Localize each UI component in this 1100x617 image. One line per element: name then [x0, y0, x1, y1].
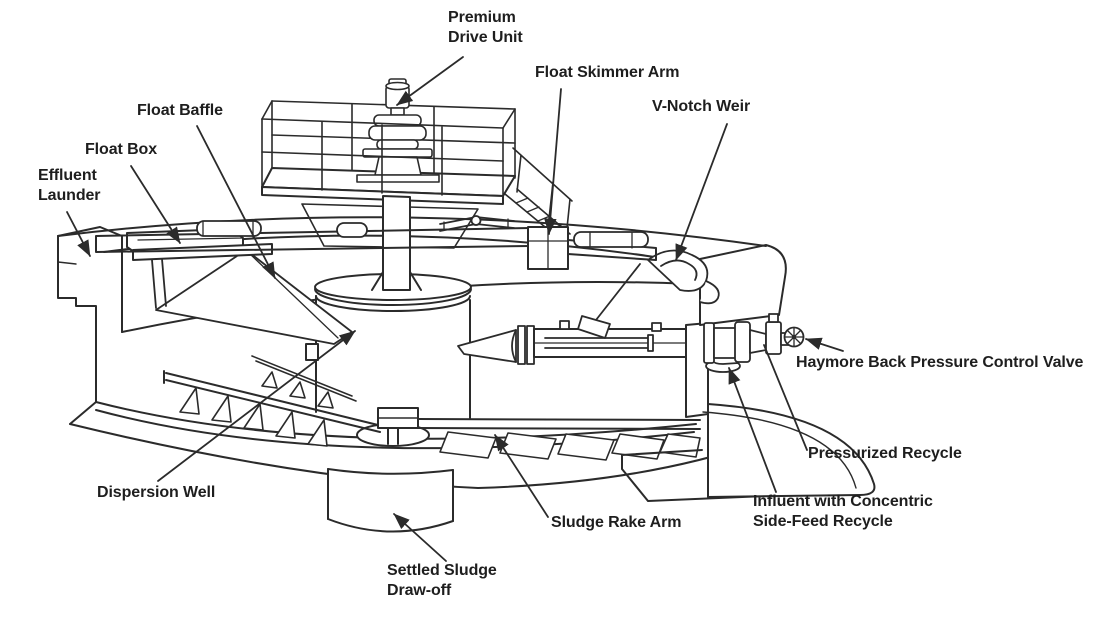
label-dispersion-well: Dispersion Well — [97, 484, 216, 501]
leader-sludge-rake-arm — [494, 434, 549, 518]
leader-effluent-launder — [66, 211, 91, 257]
label-settled-sludge-draw-off: Settled Sludge Draw-off — [387, 562, 497, 599]
label-float-baffle: Float Baffle — [137, 102, 223, 119]
leader-influent — [728, 367, 777, 493]
leader-premium-drive-unit — [396, 56, 464, 106]
label-v-notch-weir: V-Notch Weir — [652, 98, 751, 115]
label-premium-drive-unit: Premium Drive Unit — [448, 9, 523, 46]
label-sludge-rake-arm: Sludge Rake Arm — [551, 514, 682, 531]
leader-dispersion-well — [157, 330, 356, 482]
leader-lines — [66, 56, 844, 562]
sludge-rake-arms — [163, 355, 701, 461]
side-feed-pipe — [457, 320, 705, 365]
leader-float-skimmer-arm — [543, 88, 562, 235]
leader-float-box — [130, 165, 181, 244]
right-wall-and-pedestal — [621, 244, 876, 502]
settled-sludge-draw-off-cylinder — [327, 468, 454, 533]
leader-float-baffle — [196, 125, 276, 279]
label-influent-with-concentric-side-feed-recycle: Influent with Concentric Side-Feed Recyc… — [753, 493, 933, 530]
label-haymore-back-pressure-control-valve: Haymore Back Pressure Control Valve — [796, 354, 1084, 371]
label-float-skimmer-arm: Float Skimmer Arm — [535, 64, 680, 81]
platform-and-drive — [261, 78, 573, 291]
leader-haymore-valve — [805, 337, 844, 352]
label-pressurized-recycle: Pressurized Recycle — [808, 445, 962, 462]
influent-valve-assembly — [703, 313, 805, 373]
leader-v-notch-weir — [675, 123, 728, 261]
label-float-box: Float Box — [85, 141, 157, 158]
v-notch-weir-drawing — [647, 249, 720, 305]
leader-pressurized-recycle — [763, 344, 808, 451]
label-effluent-launder: Effluent Launder — [38, 167, 101, 204]
leader-settled-sludge — [393, 513, 447, 562]
